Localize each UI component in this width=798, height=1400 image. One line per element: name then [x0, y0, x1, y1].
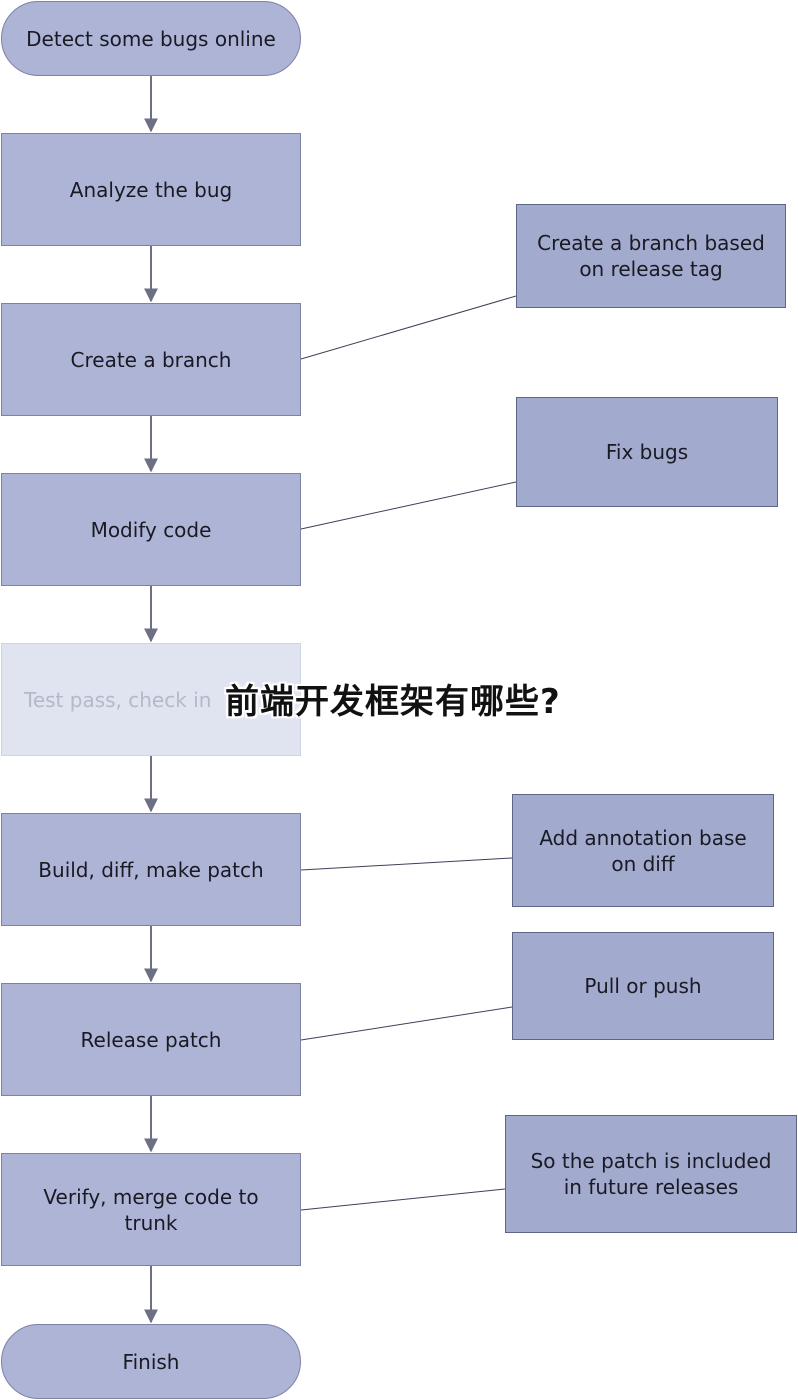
end-node: Finish — [1, 1324, 301, 1399]
note-add-annotation: Add annotation base on diff — [512, 794, 774, 907]
connector-branch-note — [300, 295, 517, 360]
start-node: Detect some bugs online — [1, 1, 301, 76]
start-node-label: Detect some bugs online — [26, 26, 276, 51]
step-verify-merge-label: Verify, merge code to trunk — [43, 1184, 259, 1235]
step-verify-merge: Verify, merge code to trunk — [1, 1153, 301, 1266]
connector-build-note — [300, 857, 513, 871]
watermark-heading: 前端开发框架有哪些? — [225, 682, 561, 722]
note-pull-push-label: Pull or push — [584, 974, 702, 998]
note-add-annotation-label: Add annotation base on diff — [539, 825, 747, 876]
step-modify-code: Modify code — [1, 473, 301, 586]
step-test-pass: Test pass, check in — [1, 643, 301, 756]
step-test-pass-label: Test pass, check in — [24, 687, 212, 712]
step-build-diff: Build, diff, make patch — [1, 813, 301, 926]
step-analyze-label: Analyze the bug — [69, 177, 233, 202]
note-future-releases-label: So the patch is included in future relea… — [530, 1149, 772, 1199]
connector-release-note — [300, 1006, 513, 1041]
note-create-branch-label: Create a branch based on release tag — [537, 231, 765, 281]
note-future-releases: So the patch is included in future relea… — [505, 1115, 797, 1233]
step-modify-code-label: Modify code — [90, 517, 212, 542]
note-fix-bugs: Fix bugs — [516, 397, 778, 507]
step-release-patch: Release patch — [1, 983, 301, 1096]
note-pull-push: Pull or push — [512, 932, 774, 1040]
connector-modify-note — [300, 481, 517, 530]
end-node-label: Finish — [122, 1349, 180, 1374]
step-build-diff-label: Build, diff, make patch — [38, 857, 264, 882]
step-analyze: Analyze the bug — [1, 133, 301, 246]
step-release-patch-label: Release patch — [80, 1027, 222, 1052]
note-create-branch: Create a branch based on release tag — [516, 204, 786, 308]
connector-verify-note — [300, 1188, 506, 1211]
step-create-branch-label: Create a branch — [70, 347, 232, 372]
step-create-branch: Create a branch — [1, 303, 301, 416]
note-fix-bugs-label: Fix bugs — [605, 440, 689, 464]
